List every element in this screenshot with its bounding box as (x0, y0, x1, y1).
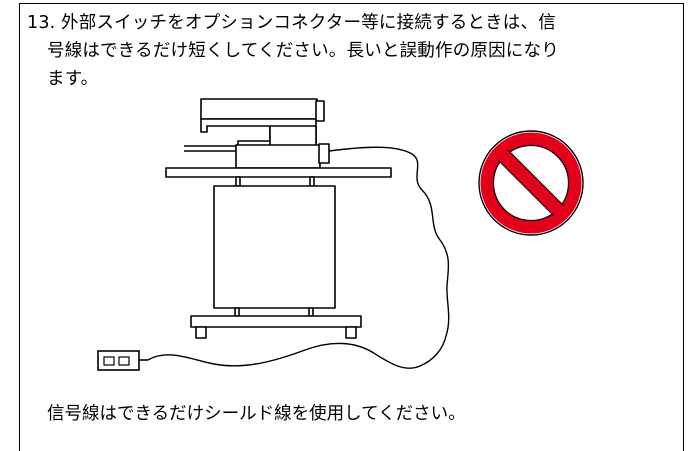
signal-cable (147, 146, 450, 369)
instruction-line-2: 号線はできるだけ短くしてください。長いと誤動作の原因になり (47, 41, 559, 61)
table-leg-upper-right (309, 176, 315, 187)
machine-head-cap (315, 100, 325, 122)
table-leg-lower-right (308, 307, 314, 317)
outlet-icon (97, 350, 148, 371)
machine-bed-connector (318, 143, 330, 164)
table-base (190, 315, 362, 328)
instruction-line-1: 13.外部スイッチをオプションコネクター等に接続するときは、信 (27, 9, 672, 37)
table-cabinet (213, 185, 336, 309)
machine-head-post (269, 125, 317, 147)
caption-text: 信号線はできるだけシールド線を使用してください。 (47, 404, 466, 424)
instruction-number: 13. (27, 13, 56, 33)
table-foot-left (195, 326, 207, 339)
instruction-text: 13.外部スイッチをオプションコネクター等に接続するときは、信 号線はできるだけ… (27, 9, 672, 93)
machine-head-arm (200, 98, 318, 120)
prohibition-icon (478, 130, 584, 236)
sewing-machine-illustration (165, 98, 392, 339)
instruction-line-3: ます。 (47, 69, 99, 89)
instruction-line-1-text: 外部スイッチをオプションコネクター等に接続するときは、信 (61, 13, 556, 33)
table-leg-upper-left (235, 176, 241, 187)
table-leg-lower-left (234, 307, 240, 317)
machine-bed (235, 144, 321, 169)
table-foot-right (345, 326, 357, 339)
instruction-frame (19, 3, 684, 451)
table-top (165, 167, 392, 178)
